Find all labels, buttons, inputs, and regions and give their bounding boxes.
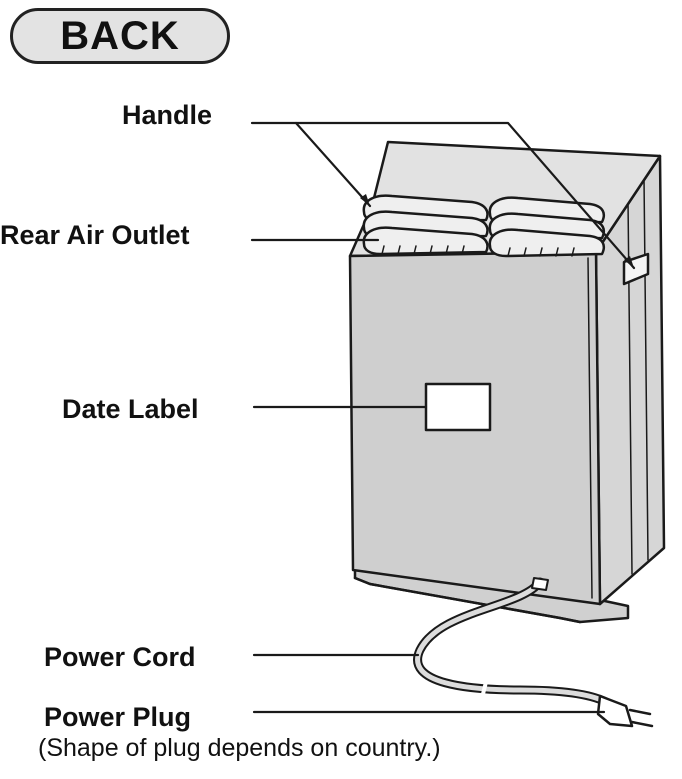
leader-handle-left	[250, 121, 372, 208]
label-power-cord: Power Cord	[44, 642, 196, 672]
leader-handle-right	[294, 121, 636, 270]
view-title-badge: BACK	[10, 8, 230, 64]
leader-lines	[250, 121, 636, 714]
label-date-label: Date Label	[62, 394, 199, 424]
date-label-sticker	[424, 382, 492, 432]
power-plug-icon	[596, 694, 654, 728]
power-cord	[413, 577, 611, 707]
plug-shape-note: (Shape of plug depends on country.)	[38, 734, 441, 762]
label-rear-air-outlet: Rear Air Outlet	[0, 220, 190, 250]
rear-air-outlet-louvers	[362, 194, 606, 258]
label-power-plug: Power Plug	[44, 702, 192, 732]
label-handle: Handle	[122, 100, 213, 130]
outlet-grille-ticks	[381, 245, 575, 257]
